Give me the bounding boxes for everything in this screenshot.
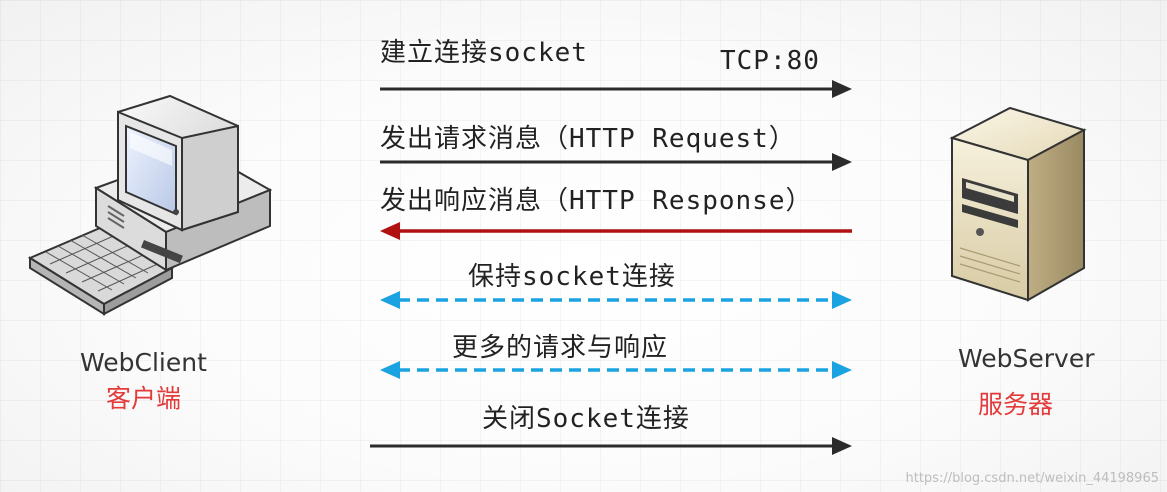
watermark-text: https://blog.csdn.net/weixin_44198965: [905, 471, 1159, 486]
arrow-close-socket: [370, 437, 852, 455]
message-label-keep-socket: 保持socket连接: [468, 262, 676, 292]
message-label-http-request: 发出请求消息（HTTP Request）: [380, 124, 796, 154]
client-cn-label: 客户端: [106, 384, 182, 413]
server-name-label: WebServer: [958, 344, 1095, 373]
message-label-close-socket: 关闭Socket连接: [482, 404, 690, 434]
arrow-keep-socket: [380, 291, 852, 309]
client-name-label: WebClient: [80, 348, 207, 377]
message-label-tcp-port: TCP:80: [720, 46, 820, 76]
message-label-more-requests: 更多的请求与响应: [452, 333, 669, 363]
message-label-connect-socket: 建立连接socket: [380, 38, 588, 68]
keyboard-icon: [27, 226, 175, 316]
tower-server-icon: [949, 106, 1087, 302]
arrow-connect-socket: [380, 80, 852, 98]
message-label-http-response: 发出响应消息（HTTP Response）: [380, 186, 813, 216]
arrow-more-requests: [380, 361, 852, 379]
server-cn-label: 服务器: [978, 390, 1054, 419]
arrow-http-request: [380, 153, 852, 171]
arrow-http-response: [380, 222, 852, 240]
desktop-computer-icon: [27, 94, 273, 316]
